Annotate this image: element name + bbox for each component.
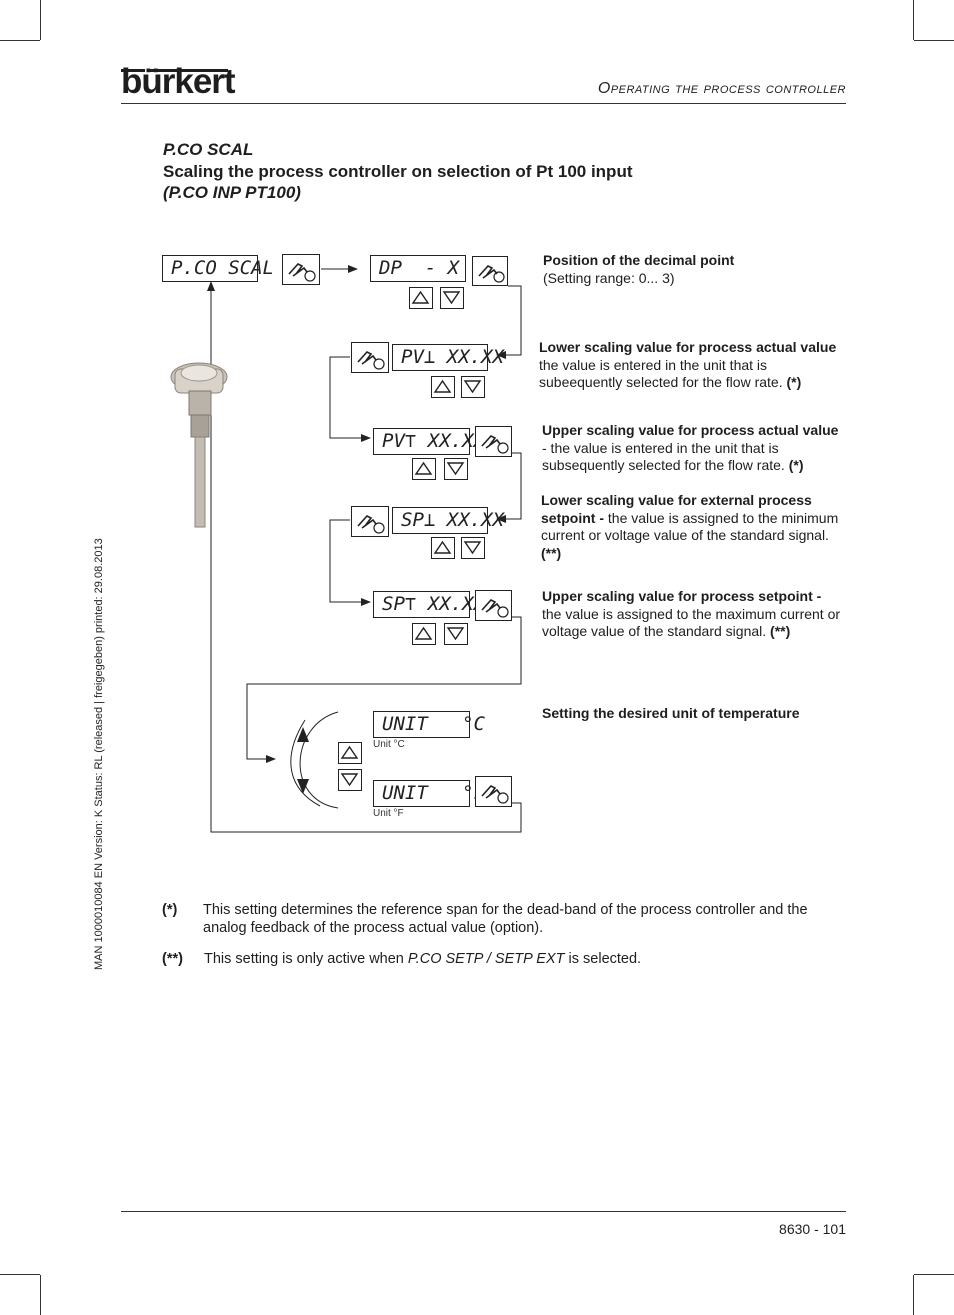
down-button[interactable]: [444, 458, 468, 480]
arrow-down-icon: [446, 462, 465, 476]
crop-mark: [40, 1275, 41, 1315]
enter-button[interactable]: [475, 426, 512, 457]
desc-sp-high-text: the value is assigned to the maximum cur…: [542, 605, 841, 640]
desc-pv-high: Upper scaling value for process actual v…: [542, 422, 847, 475]
crop-mark: [913, 0, 914, 40]
up-button[interactable]: [412, 623, 436, 645]
footnote-text-italic: P.CO SETP / SETP EXT: [407, 951, 565, 967]
arrow-down-icon: [463, 541, 482, 555]
page-number: 8630 - 101: [779, 1221, 846, 1237]
desc-pv-low-title: Lower scaling value for process actual v…: [539, 339, 837, 355]
footnote-text-before: This setting is only active when: [204, 951, 404, 967]
display-unit-f: UNIT °F: [373, 780, 485, 807]
display-pco-scal: P.CO SCAL: [162, 255, 274, 282]
enter-button[interactable]: [351, 342, 389, 373]
desc-sp-low-text: the value is assigned to the minimum cur…: [541, 509, 839, 544]
desc-pv-high-mark: (*): [788, 457, 804, 474]
arrow-up-icon: [411, 290, 430, 304]
down-button[interactable]: [461, 537, 485, 559]
crop-mark: [914, 40, 954, 41]
display-pv-high: PV⊤ XX.XX: [373, 428, 485, 455]
up-button[interactable]: [409, 287, 433, 309]
enter-button[interactable]: [351, 506, 389, 537]
enter-hand-icon: [288, 263, 316, 282]
footnote-mark: (**): [162, 951, 183, 967]
desc-sp-high: Upper scaling value for process setpoint…: [542, 588, 847, 641]
down-button[interactable]: [338, 769, 362, 791]
desc-pv-low-text: the value is entered in the unit that is…: [539, 356, 783, 391]
footnote-text: This setting determines the reference sp…: [203, 902, 808, 936]
desc-sp-low: Lower scaling value for external process…: [541, 492, 841, 562]
enter-button[interactable]: [475, 590, 512, 621]
enter-button[interactable]: [472, 256, 508, 286]
enter-button[interactable]: [282, 254, 320, 285]
arrow-up-icon: [433, 540, 452, 554]
desc-sp-high-mark: (**): [770, 623, 791, 640]
arrow-up-icon: [414, 461, 433, 475]
down-button[interactable]: [440, 287, 464, 309]
brand-bar: [121, 69, 145, 72]
enter-hand-icon: [481, 785, 509, 804]
header-rule: [121, 103, 846, 104]
crop-mark: [40, 0, 41, 40]
arrow-down-icon: [442, 291, 461, 305]
enter-hand-icon: [481, 435, 509, 454]
footnote-text-after: is selected.: [568, 951, 642, 967]
enter-hand-icon: [357, 351, 385, 370]
arrow-up-icon: [433, 379, 452, 393]
display-pv-low: PV⊥ XX.XX: [392, 344, 504, 371]
desc-pv-high-text: - the value is entered in the unit that …: [542, 439, 785, 474]
crop-mark: [0, 40, 40, 41]
down-button[interactable]: [444, 623, 468, 645]
footer-rule: [121, 1211, 846, 1212]
enter-hand-icon: [481, 599, 509, 618]
brand-logo: bürkert: [121, 62, 236, 101]
desc-sp-low-title2: setpoint -: [541, 509, 604, 526]
footnote-mark: (*): [162, 902, 178, 918]
display-sp-high: SP⊤ XX.XX: [373, 591, 485, 618]
desc-pv-low: Lower scaling value for process actual v…: [539, 339, 849, 392]
desc-sp-high-title: Upper scaling value for process setpoint…: [542, 588, 822, 604]
desc-sp-low-title: Lower scaling value for external process: [541, 492, 812, 508]
arrow-up-icon: [340, 745, 359, 759]
unit-f-caption: Unit °F: [373, 808, 404, 819]
page-subtitle-code: (P.CO INP PT100): [163, 183, 301, 202]
display-dp: DP - X: [370, 255, 466, 282]
desc-unit: Setting the desired unit of temperature: [542, 705, 842, 723]
section-title: Operating the process controller: [597, 80, 846, 97]
arrow-down-icon: [463, 380, 482, 394]
up-button[interactable]: [338, 742, 362, 764]
desc-sp-low-mark: (**): [541, 544, 562, 561]
down-button[interactable]: [461, 376, 485, 398]
desc-decimal-point: Position of the decimal point (Setting r…: [543, 252, 843, 287]
page-subtitle: Scaling the process controller on select…: [163, 162, 633, 181]
arrow-down-icon: [446, 627, 465, 641]
pt100-sensor-icon: [170, 362, 228, 528]
crop-mark: [914, 1274, 954, 1275]
desc-unit-title: Setting the desired unit of temperature: [542, 705, 800, 721]
page-title: P.CO SCAL: [163, 140, 254, 159]
desc-decimal-point-title: Position of the decimal point: [543, 252, 735, 268]
up-button[interactable]: [431, 376, 455, 398]
crop-mark: [0, 1274, 40, 1275]
up-button[interactable]: [412, 458, 436, 480]
up-button[interactable]: [431, 537, 455, 559]
enter-button[interactable]: [475, 776, 512, 807]
desc-decimal-point-text: (Setting range: 0... 3): [543, 269, 675, 286]
desc-pv-high-title: Upper scaling value for process actual v…: [542, 422, 839, 438]
unit-c-caption: Unit °C: [373, 739, 405, 750]
footnote-text: This setting is only active when P.CO SE…: [204, 950, 844, 968]
brand-bar: [148, 69, 228, 72]
enter-hand-icon: [357, 515, 385, 534]
arrow-up-icon: [414, 626, 433, 640]
desc-pv-low-mark: (*): [786, 374, 802, 391]
arrow-down-icon: [340, 773, 359, 787]
display-unit-c: UNIT °C: [373, 711, 485, 738]
enter-hand-icon: [478, 265, 505, 283]
crop-mark: [913, 1275, 914, 1315]
display-sp-low: SP⊥ XX.XX: [392, 507, 504, 534]
